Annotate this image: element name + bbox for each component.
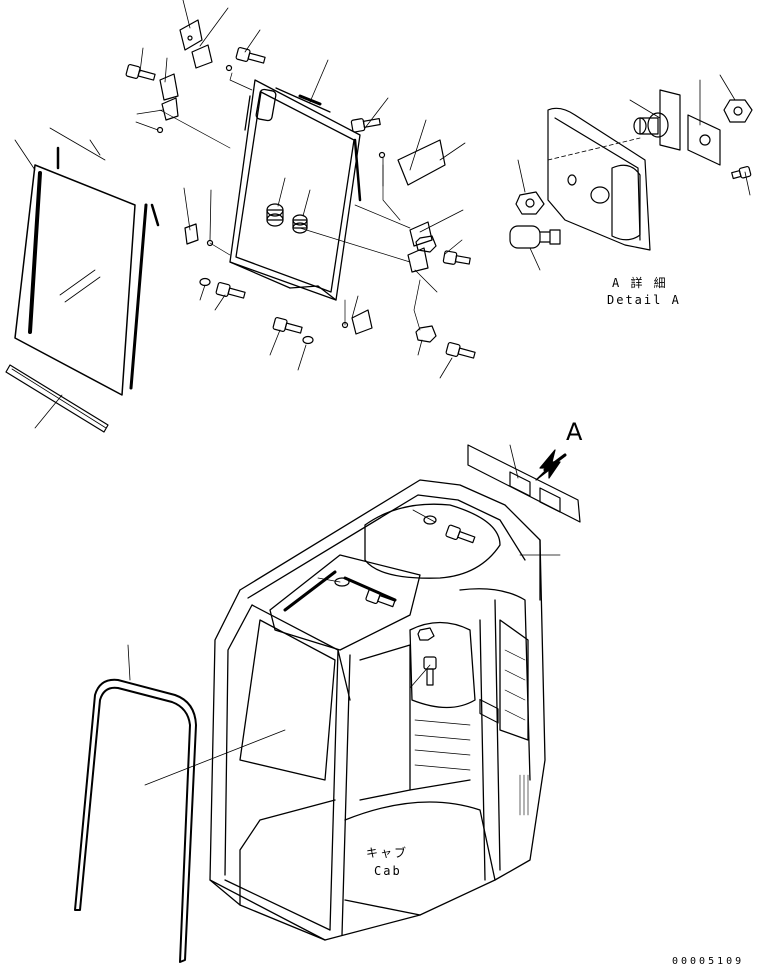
drawing-number: 00005109 bbox=[672, 956, 745, 967]
dashed-connection-lines bbox=[159, 72, 421, 331]
detail-a-label-jp: A 詳 細 bbox=[612, 276, 668, 290]
frame-bushings bbox=[266, 203, 308, 234]
detail-a-panel bbox=[547, 107, 651, 251]
window-frame bbox=[229, 79, 362, 301]
door-weatherstrip bbox=[74, 678, 197, 963]
leader-lines-detail bbox=[517, 74, 751, 271]
washers-nuts bbox=[156, 64, 437, 641]
glass-bottom-seal bbox=[5, 364, 109, 433]
callout-letter-a: A bbox=[566, 418, 583, 446]
bolts bbox=[125, 46, 476, 686]
roof-vent-part bbox=[467, 444, 581, 724]
detail-a-parts bbox=[509, 89, 753, 249]
cab-label-jp: キャブ bbox=[366, 846, 409, 860]
detail-a-label-en: Detail A bbox=[607, 293, 681, 307]
window-glass bbox=[14, 146, 160, 396]
cab-body bbox=[209, 479, 546, 941]
cab-label-en: Cab bbox=[374, 864, 402, 878]
leader-lines-glass bbox=[14, 127, 106, 429]
leader-lines-cab bbox=[127, 509, 561, 786]
view-arrow-a bbox=[535, 449, 567, 481]
leader-lines-frame bbox=[135, 0, 466, 379]
